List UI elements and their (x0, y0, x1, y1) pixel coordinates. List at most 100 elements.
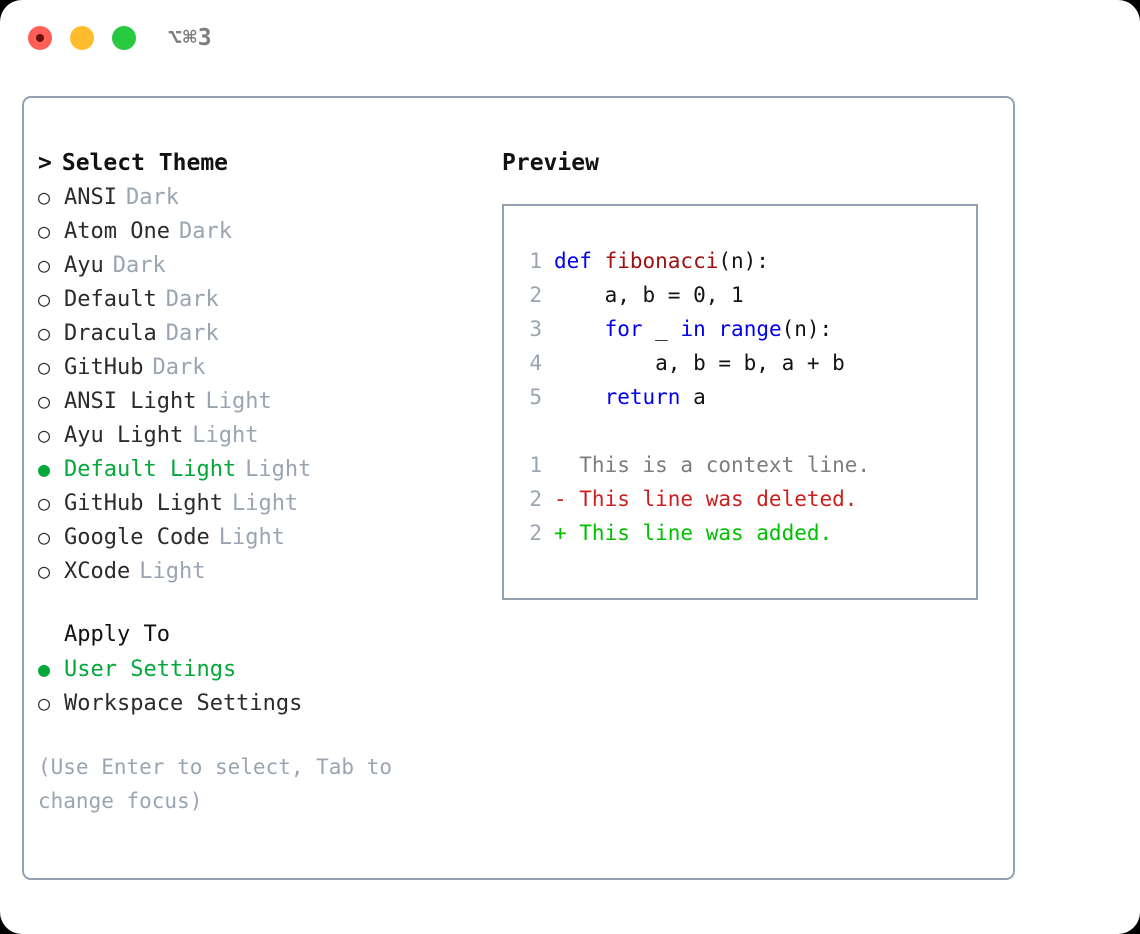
radio-unselected-icon: ○ (38, 321, 51, 345)
maximize-button[interactable] (112, 26, 136, 50)
theme-option-label: Ayu Light (64, 423, 184, 448)
keyboard-shortcut-label: ⌥⌘3 (168, 25, 213, 51)
theme-option-tag: Light (231, 491, 299, 516)
theme-option-tag: Dark (165, 287, 219, 312)
theme-option-default[interactable]: ○ Default Dark (38, 282, 488, 316)
theme-option-tag: Light (245, 457, 312, 482)
select-theme-heading-label: Select Theme (61, 150, 229, 176)
theme-option-label: Google Code (64, 525, 210, 550)
theme-option-tag: Dark (125, 185, 179, 210)
radio-unselected-icon: ○ (38, 287, 51, 311)
keyboard-hint-text: (Use Enter to select, Tab to change focu… (38, 755, 393, 813)
radio-selected-icon: ● (38, 657, 51, 681)
apply-to-heading: Apply To (64, 622, 170, 647)
radio-unselected-icon: ○ (38, 491, 51, 515)
code-token: (n): (718, 249, 769, 273)
theme-option-label: Atom One (64, 219, 170, 244)
close-button[interactable] (28, 26, 52, 50)
theme-option-atom-one[interactable]: ○ Atom One Dark (38, 214, 488, 248)
theme-option-label: GitHub Light (64, 491, 223, 516)
code-text: def fibonacci(n): (554, 244, 769, 278)
code-line: 5 return a (516, 380, 976, 414)
theme-option-label: Default (64, 287, 157, 312)
code-line: 4 a, b = b, a + b (516, 346, 976, 380)
line-number: 2 (529, 487, 542, 511)
theme-option-default-light[interactable]: ● Default Light Light (38, 452, 488, 486)
diff-line: 2 + This line was added. (516, 516, 976, 550)
code-text: for _ in range(n): (554, 312, 833, 346)
code-text: a, b = b, a + b (554, 346, 845, 380)
code-token: _ (642, 317, 681, 341)
theme-option-label: Ayu (64, 253, 104, 278)
theme-option-tag: Light (218, 525, 285, 550)
preview-title: Preview (502, 150, 599, 176)
diff-text: - This line was deleted. (554, 487, 858, 511)
line-number: 5 (529, 385, 542, 409)
code-diff-gap (516, 414, 976, 448)
radio-unselected-icon: ○ (38, 691, 51, 715)
code-token: in (680, 317, 706, 341)
code-token: a, b = b, a + b (554, 351, 845, 375)
code-token: a (680, 385, 706, 409)
radio-unselected-icon: ○ (38, 423, 51, 447)
code-text: return a (554, 380, 706, 414)
theme-option-ansi[interactable]: ○ ANSI Dark (38, 180, 488, 214)
radio-unselected-icon: ○ (38, 185, 51, 209)
apply-to-option-list[interactable]: ● User Settings ○Workspace Settings (38, 652, 488, 720)
radio-unselected-icon: ○ (38, 219, 51, 243)
diff-line: 2 - This line was deleted. (516, 482, 976, 516)
line-number: 2 (529, 283, 542, 307)
theme-option-tag: Light (139, 559, 206, 584)
apply-to-option-workspace-settings[interactable]: ○Workspace Settings (38, 686, 488, 720)
radio-unselected-icon: ○ (38, 355, 51, 379)
code-token: return (604, 385, 681, 409)
select-theme-heading: > Select Theme (38, 146, 488, 180)
diff-text: This is a context line. (554, 453, 871, 477)
prompt-caret-icon: > (38, 150, 52, 176)
apply-to-option-label: User Settings (64, 657, 237, 682)
theme-option-label: Dracula (64, 321, 157, 346)
list-spacer (38, 588, 488, 618)
diff-line: 1 This is a context line. (516, 448, 976, 482)
code-token (554, 385, 605, 409)
apply-to-option-user-settings[interactable]: ● User Settings (38, 652, 488, 686)
line-number: 4 (529, 351, 542, 375)
title-bar: ⌥⌘3 (0, 0, 1140, 78)
code-token: range (718, 317, 782, 341)
code-token: for (604, 317, 643, 341)
radio-unselected-icon: ○ (38, 389, 51, 413)
line-number: 2 (529, 521, 542, 545)
code-token: (n): (781, 317, 833, 341)
line-number: 1 (529, 249, 542, 273)
code-text: a, b = 0, 1 (554, 278, 744, 312)
code-token (706, 317, 719, 341)
theme-option-github-light[interactable]: ○ GitHub Light Light (38, 486, 488, 520)
theme-option-tag: Dark (178, 219, 232, 244)
theme-option-tag: Light (192, 423, 259, 448)
theme-option-label: Default Light (64, 457, 237, 482)
theme-option-label: GitHub (64, 355, 144, 380)
code-token: fibonacci (604, 249, 719, 273)
line-number: 3 (529, 317, 542, 341)
minimize-button[interactable] (70, 26, 94, 50)
theme-option-ayu-light[interactable]: ○ Ayu Light Light (38, 418, 488, 452)
line-number: 1 (529, 453, 542, 477)
diff-text: + This line was added. (554, 521, 833, 545)
theme-option-label: ANSI (64, 185, 117, 210)
code-token: def (554, 249, 605, 273)
theme-option-tag: Light (205, 389, 272, 414)
theme-option-label: XCode (64, 559, 131, 584)
radio-selected-icon: ● (38, 457, 51, 481)
